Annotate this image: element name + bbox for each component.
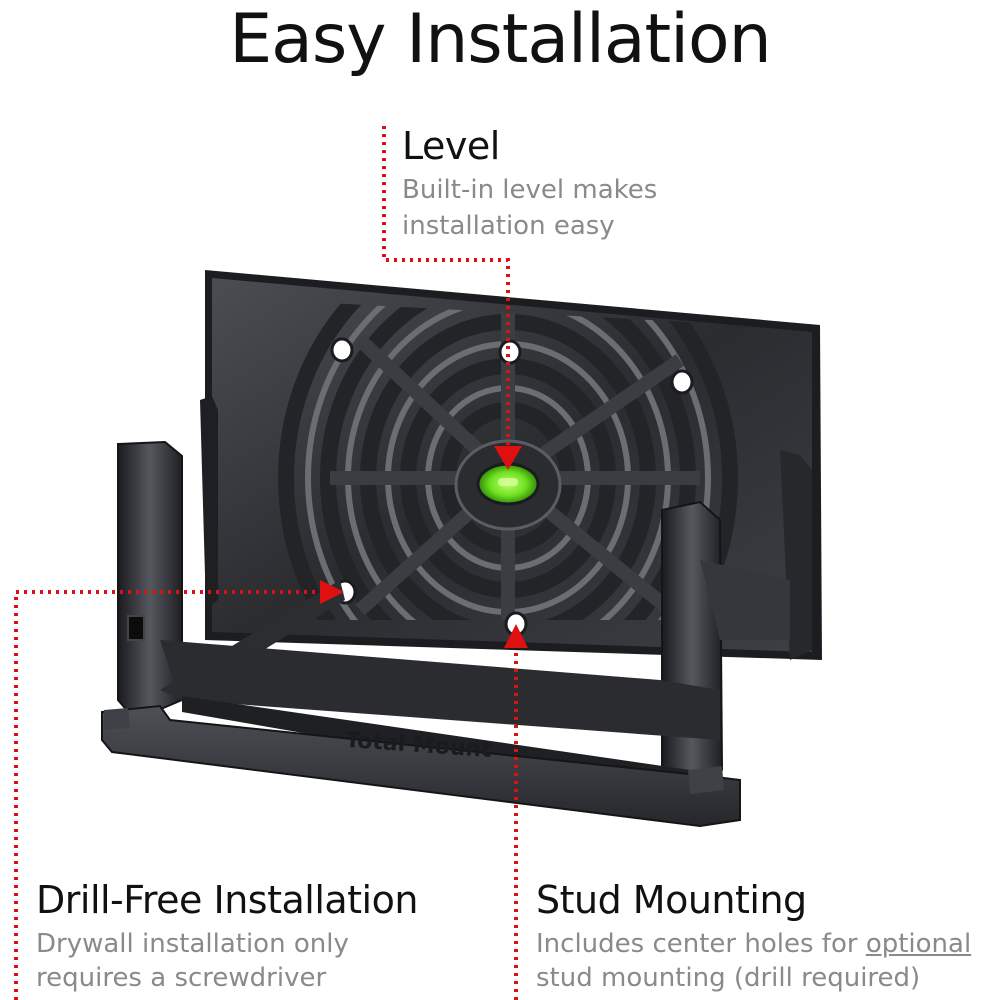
drill-free-arrow-icon xyxy=(320,580,344,604)
drill-free-callout-desc-line2: requires a screwdriver xyxy=(36,963,327,993)
level-callout-desc-line2: installation easy xyxy=(402,211,615,241)
level-callout-desc-line1: Built-in level makes xyxy=(402,175,658,205)
drill-free-callout-desc-line1: Drywall installation only xyxy=(36,929,349,959)
stud-callout-desc-underlined: optional xyxy=(865,929,972,959)
level-callout-title: Level xyxy=(402,124,500,168)
page-title: Easy Installation xyxy=(229,0,772,79)
level-arrow-icon xyxy=(494,446,522,470)
callout-arrows xyxy=(320,446,528,648)
stud-callout-desc-prefix: Includes center holes for xyxy=(536,929,866,959)
stud-callout-title: Stud Mounting xyxy=(536,878,807,922)
callout-leaders xyxy=(14,126,518,1000)
back-plate xyxy=(205,270,822,660)
drill-free-callout-title: Drill-Free Installation xyxy=(36,878,418,922)
stud-callout-desc-line1: Includes center holes for optional xyxy=(536,926,971,962)
drill-free-leader-line xyxy=(14,590,325,1000)
stud-arrow-icon xyxy=(504,624,528,648)
level-leader-line xyxy=(382,126,510,455)
stud-callout-desc-line2: stud mounting (drill required) xyxy=(536,963,921,993)
